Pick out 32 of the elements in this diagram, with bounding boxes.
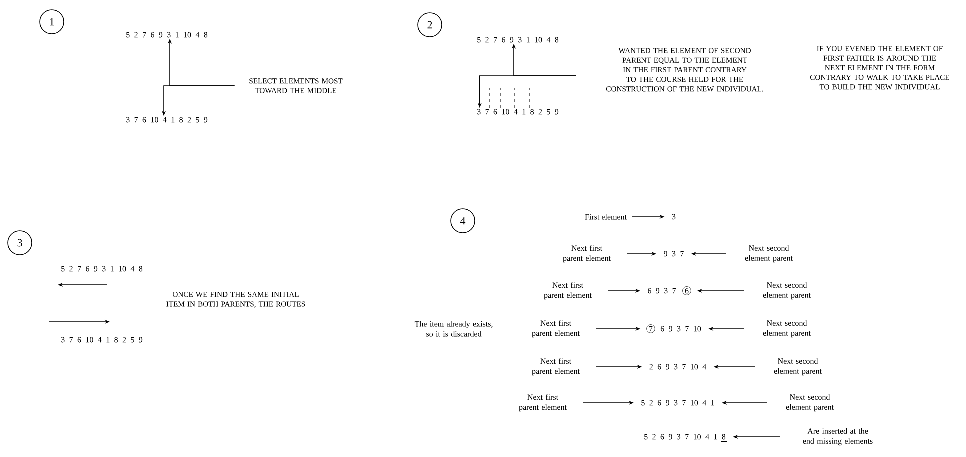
number-sequence: 3 7 6 10 4 1 8 2 5 9 [477,109,559,115]
number-sequence: 6 9 3 7 10 [660,326,702,332]
circled-number: 6 [682,286,692,296]
step-number: 4 [450,208,476,234]
number-sequence: 5 2 7 6 9 3 1 10 4 8 [478,37,559,43]
number-sequence: 3 [672,214,676,220]
step-label: Next second element parent [763,320,811,338]
number-sequence: 5 2 7 6 9 3 1 10 4 8 [62,266,143,272]
number-sequence: 5 2 6 9 3 7 10 4 1 8 [644,434,726,440]
step-label: First element [585,214,627,220]
number-sequence: 3 7 6 10 4 1 8 2 5 9 [62,337,143,343]
note-text: The item already exists, so it is discarded [414,321,493,337]
step-label: Next first parent element [519,394,567,412]
number-sequence: 5 2 7 6 9 3 1 10 4 8 [126,32,208,38]
number-sequence: 3 7 6 10 4 1 8 2 5 9 [126,117,208,123]
step-label: Next first parent element [563,245,611,263]
step-number: 2 [418,12,442,38]
step-number: 1 [40,10,64,34]
step-label: Next second element parent [774,358,822,376]
number-sequence: 2 6 9 3 7 10 4 [650,364,706,370]
step-label: Next second element parent [745,245,793,263]
number-sequence: 9 3 7 [664,251,684,257]
number-sequence: 6 9 3 7 [648,288,676,294]
step-number: 3 [8,230,32,256]
step-label: Next first parent element [532,358,580,376]
step-label: Next second element parent [786,394,834,412]
circled-number: 7 [646,324,656,334]
step-label: Next first parent element [532,320,580,338]
step-label: Next first parent element [544,282,592,300]
step-label: Are inserted at the end missing elements [803,428,873,446]
number-sequence: 5 2 6 9 3 7 10 4 1 [642,400,714,406]
step-label: Next second element parent [763,282,811,300]
